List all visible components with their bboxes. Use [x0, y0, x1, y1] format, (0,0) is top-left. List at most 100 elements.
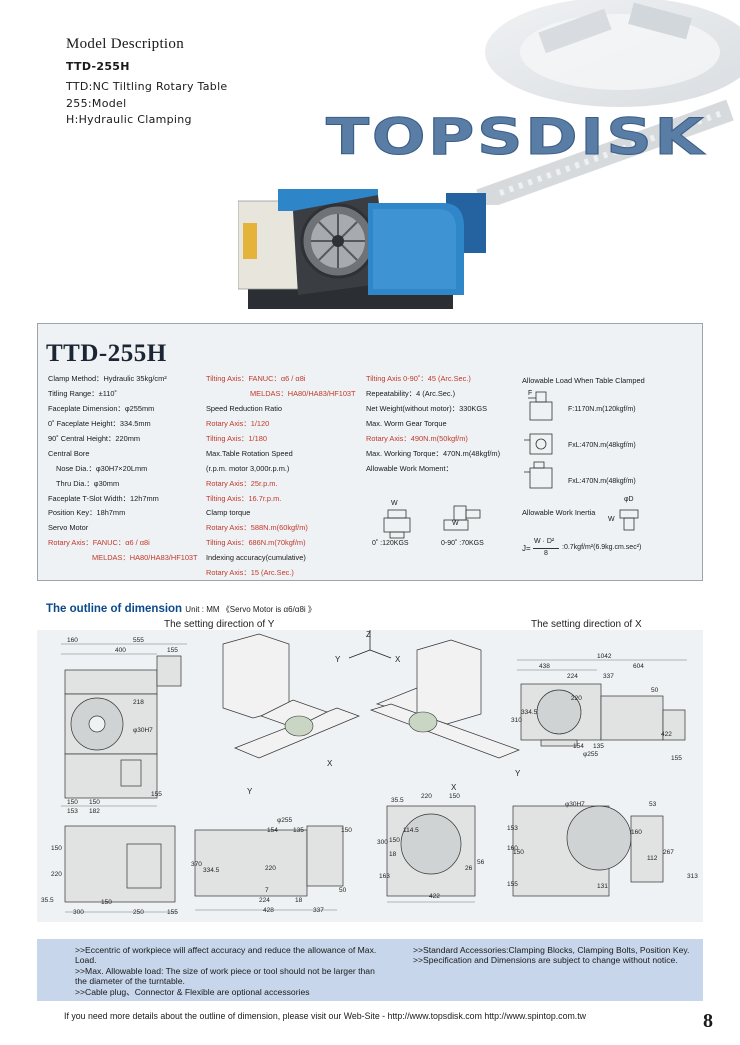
spec-central-bore: Central Bore — [48, 448, 90, 458]
dims-bottom-mid-0: φ255 — [277, 817, 292, 824]
spec-tilting-ratio: Tilting Axis：1/180 — [206, 433, 267, 443]
dims-top-right-10: 154 — [573, 743, 584, 750]
spec-rotary-torque: Rotary Axis：588N.m(60kgf/m) — [206, 523, 308, 533]
spec-worm-gear: Max. Worm Gear Torque — [366, 418, 447, 428]
dims-bottom-r2-5: 160 — [507, 845, 518, 852]
inertia-formula-rhs: :0.7kgf/m²(6.9kg.cm.sec²) — [562, 544, 642, 551]
spec-max-speed: Max.Table Rotation Speed — [206, 448, 293, 458]
axis-y-label-left: Y — [247, 787, 253, 796]
allowable-load-f-label: F — [528, 390, 533, 397]
spec-servo-motor: Servo Motor — [48, 523, 89, 533]
dims-bottom-r1-2: 150 — [449, 793, 460, 800]
spec-faceplate-dimension: Faceplate Dimension：φ255mm — [48, 403, 155, 413]
inertia-formula-bar — [533, 548, 559, 549]
notes-box: >>Eccentric of workpiece will affect acc… — [37, 939, 703, 1001]
spec-tilting-speed: Tilting Axis：16.7r.p.m. — [206, 493, 282, 503]
spec-faceplate-height: 0˚ Faceplate Height：334.5mm — [48, 418, 151, 428]
spec-speed-note: (r.p.m. motor 3,000r.p.m.) — [206, 463, 290, 473]
axis-x-label-top: X — [395, 655, 401, 664]
dims-top-left-4: 218 — [133, 699, 144, 706]
header-background-graphic — [476, 0, 740, 205]
spec-rotary-speed: Rotary Axis：25r.p.m. — [206, 478, 278, 488]
model-description-title: Model Description — [66, 36, 184, 52]
direction-x-label: The setting direction of X — [531, 619, 642, 630]
dims-bottom-left-0: 150 — [51, 845, 62, 852]
allowable-load-fxl-value-1: FxL:470N.m(48kgf/m) — [568, 442, 636, 449]
spec-rotary-fanuc: Rotary Axis：FANUC：α6 / α8i — [48, 538, 150, 548]
note-standard-accessories: >>Standard Accessories:Clamping Blocks, … — [413, 945, 690, 955]
dims-bottom-r2-0: φ30H7 — [565, 801, 585, 808]
dims-top-right-4: 337 — [603, 673, 614, 680]
spec-work-moment: Allowable Work Moment： — [366, 463, 453, 473]
dims-bottom-r1-8: 26 — [465, 865, 473, 872]
spec-column-3: Tilting Axis 0-90˚：45 (Arc.Sec.) Repeata… — [366, 372, 500, 477]
work-load-90: 0-90˚ :70KGS — [441, 540, 484, 547]
dims-top-right-6: 50 — [651, 687, 659, 694]
spec-repeatability: Repeatability：4 (Arc.Sec.) — [366, 388, 456, 398]
dims-bottom-r1-4: 150 — [389, 837, 400, 844]
dims-bottom-mid-3: 150 — [341, 827, 352, 834]
dims-bottom-mid-8: 224 — [259, 897, 270, 904]
dims-bottom-r1-1: 220 — [421, 793, 432, 800]
axis-x-label-right: X — [451, 783, 457, 792]
page-number: 8 — [703, 1010, 713, 1032]
dims-top-right-7: 310 — [511, 717, 522, 724]
spec-column-2: Tilting Axis：FANUC：α6 / α8i MELDAS：HA80/… — [206, 372, 356, 581]
work-inertia-d-label: φD — [624, 496, 634, 503]
dims-bottom-mid-1: 154 — [267, 827, 278, 834]
dims-bottom-left-4: 300 — [73, 909, 84, 916]
dims-bottom-left-5: 250 — [133, 909, 144, 916]
note-eccentric: >>Eccentric of workpiece will affect acc… — [75, 945, 377, 966]
spec-rotary-index: Rotary Axis：15 (Arc.Sec.) — [206, 568, 294, 578]
brand-logo: TOPSDISK — [322, 106, 712, 167]
inertia-formula-denominator: 8 — [544, 550, 548, 557]
axis-x-label-left: X — [327, 759, 333, 768]
dims-top-left-2: 400 — [115, 647, 126, 654]
dims-top-right-2: 604 — [633, 663, 644, 670]
dims-bottom-left-2: 35.5 — [41, 897, 54, 904]
brand-text: TOPSDISK — [326, 108, 706, 164]
spec-tilting-meldas: MELDAS：HA80/HA83/HF103T — [250, 388, 356, 398]
dims-bottom-mid-2: 135 — [293, 827, 304, 834]
spec-tilting-fanuc: Tilting Axis：FANUC：α6 / α8i — [206, 374, 306, 383]
product-photo — [238, 189, 486, 309]
specification-panel: TTD-255H Clamp Method：Hydraulic 35kg/cm²… — [37, 323, 703, 581]
dims-bottom-left-1: 220 — [51, 871, 62, 878]
dims-top-left-9: 153 — [67, 808, 78, 815]
dims-bottom-r1-0: 35.5 — [391, 797, 404, 804]
dims-bottom-mid-11: 337 — [313, 907, 324, 914]
spec-tilting-index: Tilting Axis 0-90˚：45 (Arc.Sec.) — [366, 374, 471, 383]
spec-tilting-range: Titling Range：±110˚ — [48, 388, 117, 398]
spec-position-key: Position Key：18h7mm — [48, 508, 126, 518]
dims-bottom-r2-8: 313 — [687, 873, 698, 880]
dims-bottom-r1-6: 18 — [389, 851, 397, 858]
dims-bottom-left-6: 155 — [167, 909, 178, 916]
dims-bottom-mid-6: 220 — [265, 865, 276, 872]
dims-bottom-r1-5: 114.5 — [403, 827, 419, 834]
dims-bottom-r2-1: 53 — [649, 801, 657, 808]
dims-bottom-r1-7: 56 — [477, 859, 485, 866]
dims-top-left-10: 182 — [89, 808, 100, 815]
outline-title: The outline of dimension Unit : MM 《Serv… — [46, 603, 316, 615]
dims-top-left-6: 155 — [151, 791, 162, 798]
dims-top-right-3: 224 — [567, 673, 578, 680]
inertia-formula-lhs: J= — [522, 544, 531, 553]
dims-top-left-1: 555 — [133, 637, 144, 644]
allowable-load-fxl-value-2: FxL:470N.m(48kgf/m) — [568, 478, 636, 485]
model-line-2: 255:Model — [66, 97, 127, 110]
outline-title-text: The outline of dimension — [46, 603, 183, 615]
axis-y-label-top: Y — [335, 655, 341, 664]
dims-bottom-r2-9: 155 — [507, 881, 518, 888]
dims-bottom-r2-7: 112 — [647, 855, 658, 862]
dims-bottom-left-3: 150 — [101, 899, 112, 906]
allowable-load-diagram — [524, 391, 553, 489]
spec-speed-reduction: Speed Reduction Ratio — [206, 403, 283, 413]
outline-unit: Unit : MM 《Servo Motor is α6/α8i 》 — [185, 605, 316, 614]
notes-left-column: >>Eccentric of workpiece will affect acc… — [59, 945, 379, 997]
dims-top-left-5: φ30H7 — [133, 727, 153, 734]
spec-title: TTD-255H — [46, 340, 167, 367]
spec-tslot: Faceplate T-Slot Width：12h7mm — [48, 493, 159, 503]
dims-bottom-r2-4: 160 — [631, 829, 642, 836]
dims-top-right-12: φ255 — [583, 751, 598, 758]
